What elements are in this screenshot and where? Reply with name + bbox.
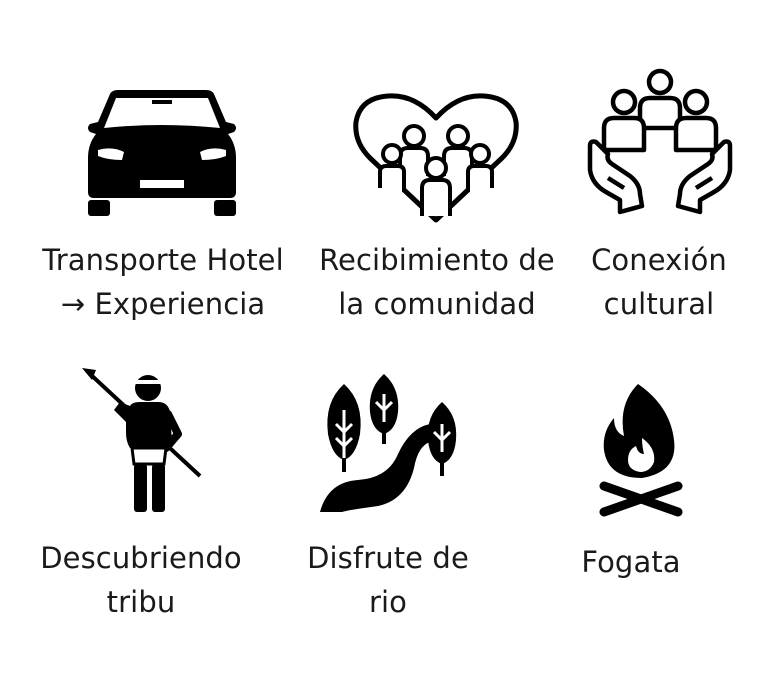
label-line: la comunidad [338, 287, 536, 321]
hands-people-icon [584, 66, 736, 218]
campfire-icon [596, 382, 686, 520]
label-line: Conexión [591, 243, 727, 277]
label-conexion: Conexión cultural [576, 238, 742, 326]
label-descubriendo: Descubriendo tribu [30, 536, 252, 624]
label-line: Descubriendo [40, 541, 242, 575]
label-line: tribu [106, 585, 176, 619]
label-line: cultural [603, 287, 715, 321]
river-trees-icon [318, 372, 466, 518]
label-disfrute: Disfrute de rio [298, 536, 478, 624]
label-recibimiento: Recibimiento de la comunidad [312, 238, 562, 326]
label-line: → Experiencia [60, 287, 266, 321]
heart-community-icon [352, 92, 520, 226]
label-line: Fogata [581, 545, 681, 579]
car-icon [82, 88, 242, 220]
label-line: Transporte Hotel [42, 243, 284, 277]
label-fogata: Fogata [566, 540, 696, 584]
label-line: Recibimiento de [319, 243, 555, 277]
label-line: rio [368, 585, 408, 619]
tribesman-spear-icon [80, 366, 206, 516]
label-transporte: Transporte Hotel → Experiencia [32, 238, 294, 326]
label-line: Disfrute de [307, 541, 469, 575]
